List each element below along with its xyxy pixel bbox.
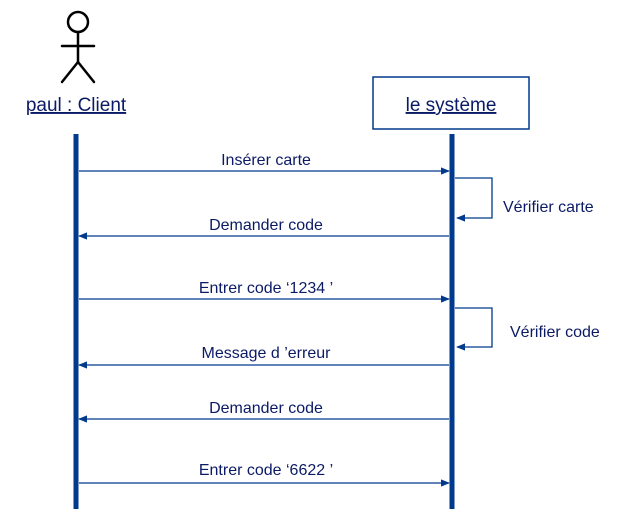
self-message-arrow — [455, 307, 493, 351]
message-label: Demander code — [209, 400, 323, 417]
self-message-verifier-carte: Vérifier carte — [455, 177, 594, 222]
self-message-arrow — [455, 177, 493, 222]
actor-left-leg — [60, 60, 80, 84]
participant-system-label: le système — [406, 95, 497, 116]
message-demander-code-1: Demander code — [78, 217, 449, 240]
actor-head — [66, 10, 90, 34]
message-message-erreur: Message d ’erreur — [78, 345, 449, 369]
self-message-verifier-code: Vérifier code — [455, 307, 600, 351]
message-entrer-code-1234: Entrer code ‘1234 ’ — [79, 280, 450, 303]
message-inserer-carte: Insérer carte — [79, 152, 450, 175]
message-demander-code-2: Demander code — [78, 400, 449, 423]
message-entrer-code-6622: Entrer code ‘6622 ’ — [79, 462, 450, 487]
actor-stick-figure-icon — [60, 10, 96, 84]
participant-client-label: paul : Client — [26, 95, 127, 116]
self-message-label: Vérifier code — [510, 324, 600, 341]
actor-right-leg — [76, 60, 96, 84]
message-label: Message d ’erreur — [202, 345, 332, 362]
message-label: Entrer code ‘1234 ’ — [199, 280, 333, 297]
message-label: Entrer code ‘6622 ’ — [199, 462, 333, 479]
self-message-label: Vérifier carte — [503, 199, 594, 216]
message-label: Demander code — [209, 217, 323, 234]
message-label: Insérer carte — [221, 152, 311, 169]
participant-system-box — [372, 76, 530, 130]
